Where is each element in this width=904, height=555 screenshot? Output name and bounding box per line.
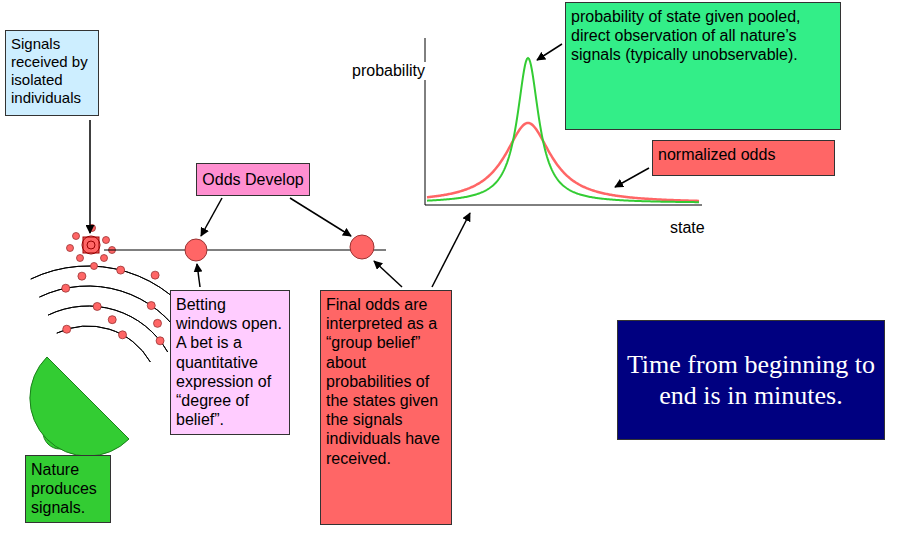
leader-arrow <box>201 198 222 236</box>
individual-ring <box>87 241 95 249</box>
axis-label: probability <box>350 62 427 80</box>
leader-arrow <box>290 198 351 236</box>
box-text: normalized odds <box>658 145 829 164</box>
signal-dot <box>62 284 70 292</box>
leader-arrow <box>537 44 562 60</box>
x-axis <box>425 205 702 206</box>
signal-dot <box>117 266 125 274</box>
signal-dot <box>151 271 159 279</box>
leader-arrow <box>615 168 649 187</box>
box-text: Betting windows open. A bet is a quantit… <box>176 295 284 429</box>
box-text: Final odds are interpreted as a “group b… <box>326 295 446 468</box>
signal-dot <box>93 302 101 310</box>
signal-wave <box>57 326 151 362</box>
box-text: Odds Develop <box>202 170 304 189</box>
individual-dot <box>73 233 80 240</box>
signal-dot <box>156 337 164 345</box>
signal-wave <box>48 306 168 352</box>
note-box: Final odds are interpreted as a “group b… <box>320 290 452 525</box>
box-text: Nature produces signals. <box>31 460 105 518</box>
signal-dot <box>119 331 127 339</box>
time-banner: Time from beginning to end is in minutes… <box>617 320 885 440</box>
note-box: probability of state given pooled, direc… <box>565 2 841 130</box>
timeline-marker <box>350 235 374 259</box>
individual-dot <box>67 245 74 252</box>
leader-arrow <box>432 213 470 287</box>
leader-arrow <box>374 261 402 287</box>
box-text: Time from beginning to end is in minutes… <box>623 349 879 411</box>
note-box: Betting windows open. A bet is a quantit… <box>170 290 290 435</box>
individual-ring <box>82 236 100 254</box>
axis-label: state <box>668 219 707 237</box>
timeline <box>104 250 386 251</box>
leader-arrow <box>89 120 91 233</box>
individual-dot <box>103 237 110 244</box>
signal-dot <box>147 302 155 310</box>
timeline-marker <box>185 239 207 261</box>
box-text: probability of state given pooled, direc… <box>571 7 835 65</box>
individual-dot <box>77 255 84 262</box>
signal-dot <box>78 272 86 280</box>
dish <box>30 357 129 456</box>
individual-square <box>83 237 99 253</box>
individual-dot <box>91 263 98 270</box>
box-text: Signals received by isolated individuals <box>11 35 93 107</box>
individuals-cluster <box>67 225 116 270</box>
note-box: normalized odds <box>652 140 835 176</box>
process-box: Odds Develop <box>196 163 310 196</box>
nature-box: Nature produces signals. <box>25 455 111 523</box>
nature-source <box>30 357 129 456</box>
signals-box: Signals received by isolated individuals <box>5 30 99 116</box>
signal-wave <box>39 286 185 342</box>
signal-dot <box>154 319 162 327</box>
individual-dot <box>101 255 108 262</box>
signal-dot <box>63 325 71 333</box>
signal-dot <box>108 316 116 324</box>
leader-arrow <box>197 264 200 287</box>
